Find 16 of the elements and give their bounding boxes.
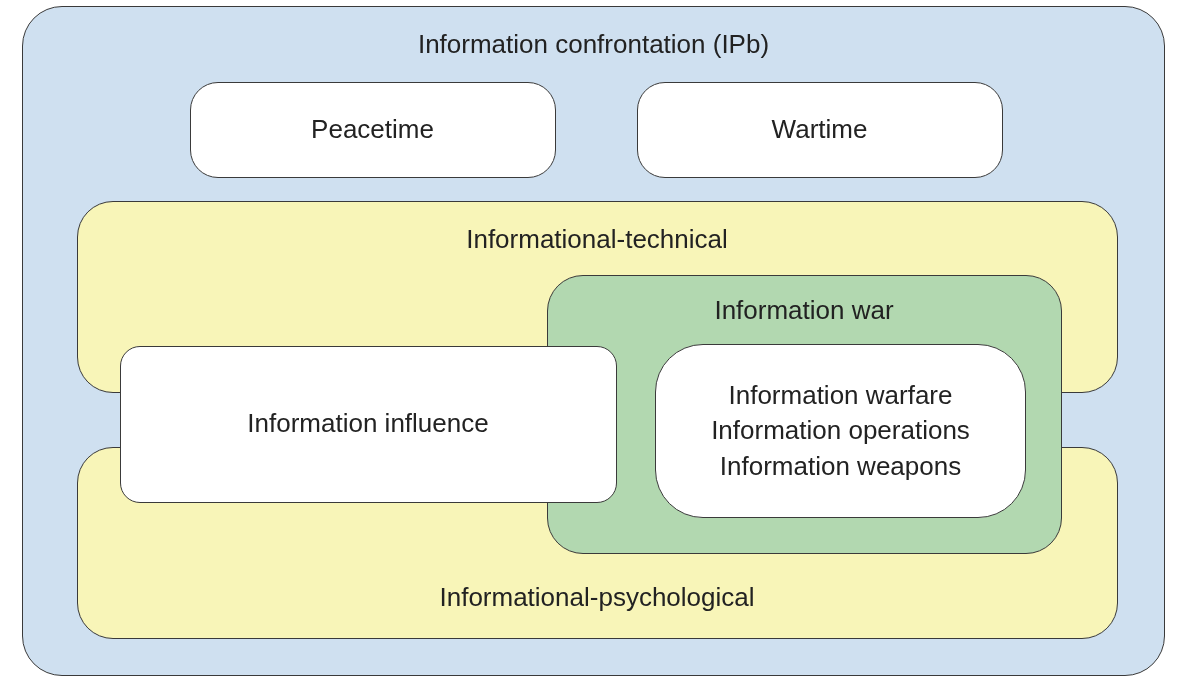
node-label: Information war: [714, 293, 894, 327]
node-label: Information influence: [247, 407, 489, 441]
node-label: Information operations: [711, 414, 970, 448]
period-box: [189, 81, 556, 178]
concept-box: [119, 345, 617, 503]
war-region: [546, 274, 1062, 554]
node-label: Informational-psychological: [439, 581, 755, 615]
node-label: Informational-technical: [466, 222, 728, 256]
period-box: [636, 81, 1003, 178]
node-label: Information weapons: [719, 449, 962, 483]
node-label: Wartime: [771, 112, 868, 146]
node-label: Information warfare: [728, 379, 953, 413]
concept-box: [655, 344, 1026, 518]
node-label: Peacetime: [311, 112, 434, 146]
node-label: Information confrontation (IPb): [417, 28, 770, 61]
outer-region: [22, 6, 1165, 676]
